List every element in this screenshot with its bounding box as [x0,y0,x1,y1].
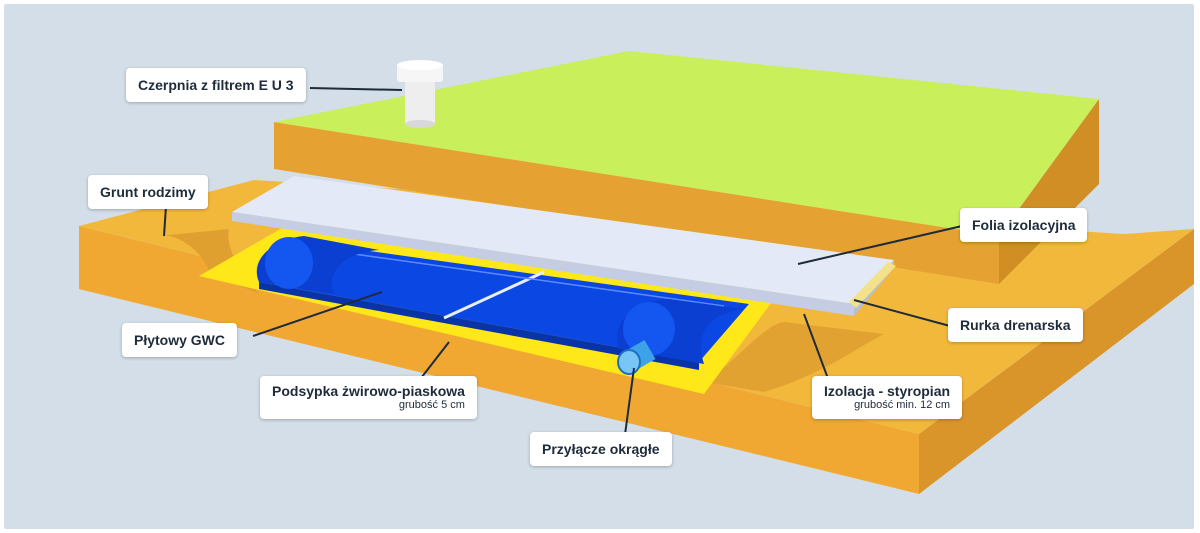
round-connector-end [617,349,641,375]
air-intake-base [405,120,435,128]
label-plytowy: Płytowy GWC [122,323,238,357]
gwc-panel-seam [443,270,545,320]
air-intake-cap-top [397,60,443,70]
leader-izolacja [803,313,831,385]
label-izolacja: Izolacja - styropian grubość min. 12 cm [812,376,963,419]
label-podsypka: Podsypka żwirowo-piaskowa grubość 5 cm [260,376,477,419]
label-izolacja-text: Izolacja - styropian [824,383,951,399]
leader-folia [797,225,963,265]
gwc-right-manifold-end [623,302,675,356]
soil-right-face [919,229,1194,494]
leader-plytowy [252,291,383,337]
label-folia: Folia izolacyjna [960,208,1088,242]
trench-right-slope [704,322,884,392]
drainage-pipe [849,262,896,308]
leader-czerpnia [309,87,403,91]
leader-rurka [853,299,951,327]
label-czerpnia: Czerpnia z filtrem E U 3 [126,68,306,102]
gwc-left-manifold-end [265,237,313,289]
label-folia-text: Folia izolacyjna [972,217,1076,233]
label-podsypka-text: Podsypka żwirowo-piaskowa [272,383,465,399]
air-intake-body [405,79,435,124]
label-grunt: Grunt rodzimy [88,175,208,209]
leader-grunt [163,205,167,237]
leader-przylacze [623,367,635,443]
lawn-top [274,51,1099,236]
label-grunt-text: Grunt rodzimy [100,184,196,200]
leader-lines [163,87,963,443]
label-przylacze-text: Przyłącze okrągłe [542,441,660,457]
leader-podsypka [417,341,450,383]
label-rurka-text: Rurka drenarska [960,317,1071,333]
lawn-front-face [274,122,999,284]
gwc-cross-section-illustration [79,51,1194,494]
label-przylacze: Przyłącze okrągłe [530,432,672,466]
insulation-foil-top [232,176,894,304]
label-izolacja-sub: grubość min. 12 cm [854,399,951,411]
label-czerpnia-text: Czerpnia z filtrem E U 3 [138,77,294,93]
label-podsypka-sub: grubość 5 cm [398,399,465,411]
gwc-panel-seam-2 [353,253,725,307]
label-rurka: Rurka drenarska [948,308,1083,342]
diagram-stage: Czerpnia z filtrem E U 3 Grunt rodzimy F… [4,4,1194,529]
label-plytowy-text: Płytowy GWC [134,332,226,348]
insulation-foil-edge [232,212,854,316]
gwc-panel-edge [259,282,699,370]
